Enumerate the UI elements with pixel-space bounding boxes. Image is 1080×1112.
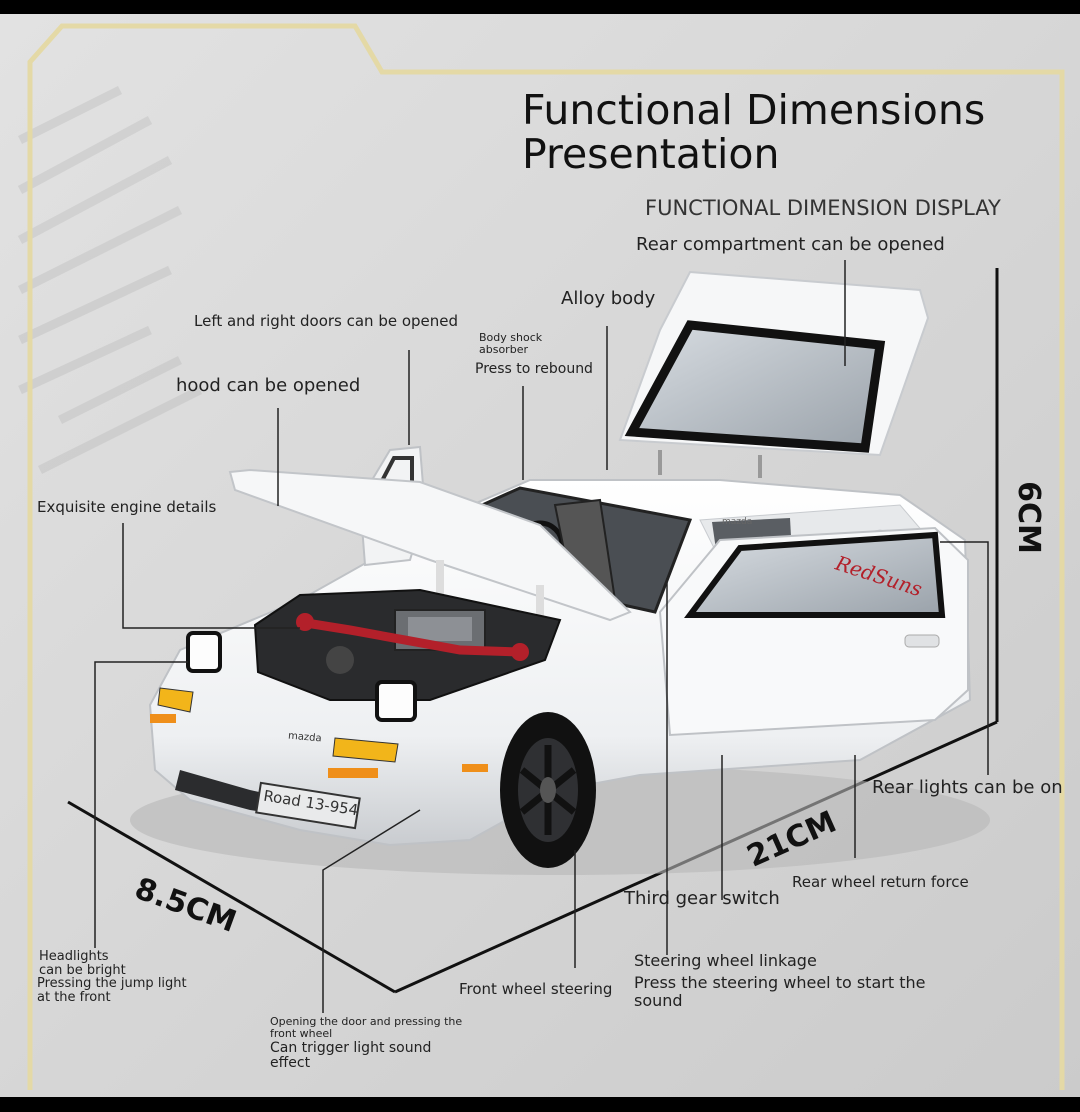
label-headlights-3: Pressing the jump light (37, 976, 187, 991)
door-window (684, 531, 946, 618)
label-rear-lights: Rear lights can be on (872, 777, 1063, 798)
label-doors: Left and right doors can be opened (194, 312, 459, 330)
left-popup-headlight (186, 631, 222, 673)
bottom-letterbox (0, 1097, 1080, 1112)
license-plate (255, 781, 361, 830)
leader-lines (94, 260, 989, 1013)
label-steering-sound-1: Press the steering wheel to start the (634, 973, 926, 992)
label-door-light-4: effect (270, 1055, 311, 1071)
page-title: Functional Dimensions Presentation (522, 88, 985, 176)
rear-brand-badge: mazda (722, 517, 753, 527)
label-front-steering: Front wheel steering (459, 980, 613, 998)
label-rear-compartment: Rear compartment can be opened (636, 234, 945, 255)
background-pattern (17, 85, 203, 475)
label-third-gear: Third gear switch (624, 888, 780, 909)
label-rear-wheel: Rear wheel return force (792, 873, 969, 891)
car-model (148, 270, 972, 868)
top-letterbox (0, 0, 1080, 14)
front-left-indicator (157, 687, 194, 713)
frame-outline (27, 23, 1065, 1090)
label-shock-1: Body shock (479, 331, 543, 344)
label-headlights-1: Headlights (39, 949, 109, 964)
front-right-indicator (332, 737, 399, 763)
label-hood: hood can be opened (176, 375, 361, 396)
label-door-light-3: Can trigger light sound (270, 1040, 432, 1056)
rear-hatch-glass (624, 320, 886, 453)
strut-bar (299, 617, 521, 657)
label-steering-linkage: Steering wheel linkage (634, 951, 817, 970)
title-line-1: Functional Dimensions (522, 86, 986, 134)
label-rebound: Press to rebound (475, 361, 593, 377)
title-line-2: Presentation (522, 130, 780, 178)
hood (228, 468, 632, 622)
label-shock-2: absorber (479, 343, 528, 356)
label-alloy-body: Alloy body (561, 288, 656, 309)
label-door-light-2: front wheel (270, 1027, 333, 1040)
label-steering-sound-2: sound (634, 991, 683, 1010)
label-door-light-1: Opening the door and pressing the (270, 1015, 463, 1028)
label-engine: Exquisite engine details (37, 498, 217, 516)
label-headlights-4: at the front (37, 990, 111, 1005)
label-headlights-2: can be bright (39, 963, 126, 978)
subtitle: FUNCTIONAL DIMENSION DISPLAY (645, 196, 1001, 220)
dimension-height: 6CM (1010, 481, 1046, 554)
right-popup-headlight (375, 680, 417, 722)
